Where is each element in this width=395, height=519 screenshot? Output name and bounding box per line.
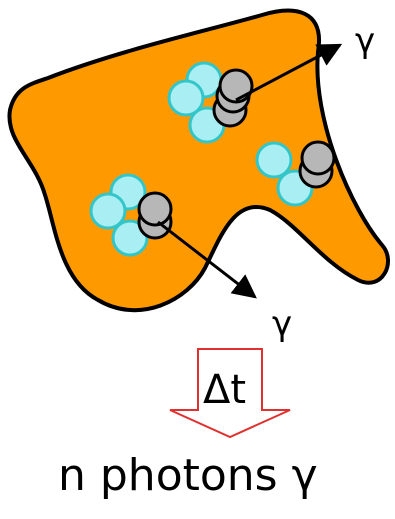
delta-t-label: Δt [203, 367, 246, 413]
nucleon-dark [220, 70, 252, 102]
nucleon-dark [302, 142, 334, 174]
nucleon-dark [139, 193, 171, 225]
caption-text: n photons γ [58, 450, 318, 501]
gamma-label-bottom: γ [272, 304, 292, 344]
gamma-label-top: γ [355, 21, 375, 61]
